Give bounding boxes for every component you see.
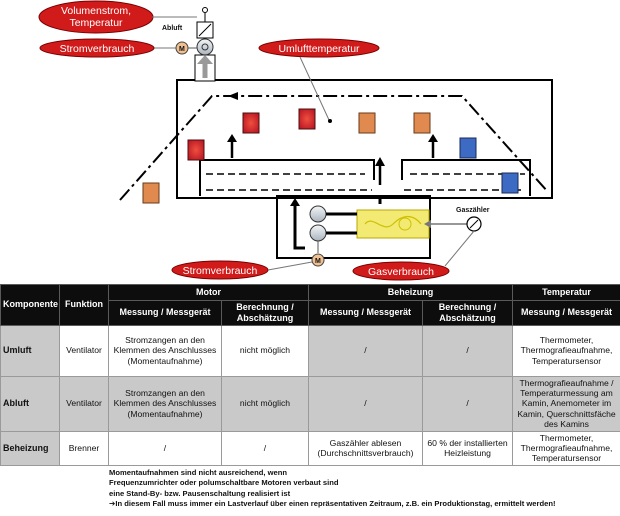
unit-duct-left <box>293 204 305 250</box>
header-heating-calculation: Berechnung / Abschätzung <box>421 300 514 326</box>
cell-component: Abluft <box>0 375 60 432</box>
cell-motor-measure: / <box>108 430 222 466</box>
exhaust-label: Abluft <box>162 25 183 32</box>
arrow-icon: ➔ <box>109 499 116 509</box>
callout-recirc-temp: Umlufttemperatur <box>258 38 380 123</box>
svg-text:Umlufttemperatur: Umlufttemperatur <box>278 43 360 55</box>
cell-temp-measure: Thermometer, Thermografieaufnahme, Tempe… <box>512 324 620 377</box>
gas-meter-label: Gaszähler <box>456 207 490 214</box>
cell-function: Ventilator <box>59 324 109 377</box>
callout-power-top: Stromverbrauch <box>39 38 155 58</box>
heater-red-3 <box>187 139 205 161</box>
gas-meter-needle <box>469 219 479 229</box>
cell-motor-measure: Stromzangen an den Klemmen des Anschluss… <box>108 375 222 432</box>
heater-blue-2 <box>501 172 519 194</box>
note-line-2: Frequenzumrichter oder polumschaltbare M… <box>109 478 339 488</box>
cell-heat-measure: Gaszähler ablesen (Durchschnittsverbrauc… <box>308 430 423 466</box>
gas-arrowhead <box>424 220 431 228</box>
header-motor-calculation: Berechnung / Abschätzung <box>221 300 309 326</box>
svg-text:Stromverbrauch: Stromverbrauch <box>183 265 258 277</box>
cell-motor-calc: nicht möglich <box>221 324 309 377</box>
conveyor-dashed-inner <box>206 173 525 191</box>
note-line-4-text: In diesem Fall muss immer ein Lastverlau… <box>115 499 556 509</box>
note-line-1: Momentaufnahmen sind nicht ausreichend, … <box>109 468 288 477</box>
circ-arrowhead-center <box>375 157 385 166</box>
cell-heat-measure: / <box>308 375 423 432</box>
heater-red-2 <box>298 108 316 130</box>
callout-gas: Gasverbrauch <box>352 230 475 281</box>
table-row: Abluft Ventilator Stromzangen an den Kle… <box>0 375 620 432</box>
cell-function: Ventilator <box>59 375 109 432</box>
table-row: Umluft Ventilator Stromzangen an den Kle… <box>0 324 620 377</box>
damper-blade <box>198 23 212 37</box>
cell-motor-measure: Stromzangen an den Klemmen des Anschluss… <box>108 324 222 377</box>
motor-bottom <box>311 253 325 267</box>
cell-component: Umluft <box>0 324 60 377</box>
cell-component: Beheizung <box>0 430 60 466</box>
heater-row <box>142 108 519 204</box>
circ-arrowhead-right <box>428 134 438 142</box>
cell-motor-calc: / <box>221 430 309 466</box>
callout-flow-temp: Volumenstrom, Temperatur <box>38 0 197 34</box>
table-row: Beheizung Brenner / / Gaszähler ablesen … <box>0 430 620 466</box>
measurement-matrix: Komponente Funktion Motor Beheizung Temp… <box>0 284 620 466</box>
inner-duct <box>199 159 531 196</box>
header-motor-measurement: Messung / Messgerät <box>108 300 222 326</box>
burner-flame <box>364 215 422 228</box>
circ-arrowhead-left <box>227 134 237 142</box>
header-temperature-measurement: Messung / Messgerät <box>512 300 620 326</box>
heater-orange-3 <box>142 182 160 204</box>
product-path <box>119 95 549 201</box>
circulation-fan-1 <box>309 205 327 223</box>
unit-arrowhead <box>290 198 300 206</box>
heater-red-1 <box>242 112 260 134</box>
motor-bottom-symbol: M <box>315 258 321 265</box>
exhaust-fan-hub <box>201 43 209 51</box>
exhaust-arrowhead <box>197 55 213 64</box>
header-component: Komponente <box>0 284 60 326</box>
cell-temp-measure: Thermografieaufnahme / Temperaturmessung… <box>512 375 620 432</box>
svg-text:Temperatur: Temperatur <box>69 17 123 29</box>
callout-power-bottom: Stromverbrauch <box>171 260 313 280</box>
exhaust-fan <box>196 38 214 56</box>
svg-text:Gasverbrauch: Gasverbrauch <box>368 266 434 278</box>
motor-top-symbol: M <box>179 46 185 53</box>
header-function: Funktion <box>59 284 109 326</box>
path-arrow <box>228 92 238 100</box>
heater-blue-1 <box>459 137 477 159</box>
cell-heat-measure: / <box>308 324 423 377</box>
circulation-fan-2 <box>309 224 327 242</box>
note-line-3: eine Stand-By- bzw. Pausenschaltung real… <box>109 488 291 498</box>
cell-heat-calc: / <box>421 324 514 377</box>
notes: Momentaufnahmen sind nicht ausreichend, … <box>109 468 614 510</box>
svg-text:Volumenstrom,: Volumenstrom, <box>61 5 131 17</box>
cell-heat-calc: / <box>421 375 514 432</box>
heater-orange-1 <box>358 112 376 134</box>
cell-function: Brenner <box>59 430 109 466</box>
header-motor: Motor <box>108 284 309 301</box>
oven-schematic: Abluft M Gaszähler M Volumenst <box>38 0 553 281</box>
cell-motor-calc: nicht möglich <box>221 375 309 432</box>
heater-orange-2 <box>413 112 431 134</box>
svg-text:Stromverbrauch: Stromverbrauch <box>60 43 135 55</box>
cell-temp-measure: Thermometer, Thermografieaufnahme, Tempe… <box>512 430 620 466</box>
header-heating: Beheizung <box>307 284 514 301</box>
note-line-4: ➔In diesem Fall muss immer ein Lastverla… <box>109 499 614 509</box>
oven-housing <box>176 79 553 199</box>
header-temperature: Temperatur <box>512 284 620 301</box>
sensor-dot <box>202 7 208 13</box>
burner-ring <box>398 217 412 231</box>
header-heating-measurement: Messung / Messgerät <box>308 300 423 326</box>
cell-heat-calc: 60 % der installierten Heizleistung <box>421 430 514 466</box>
